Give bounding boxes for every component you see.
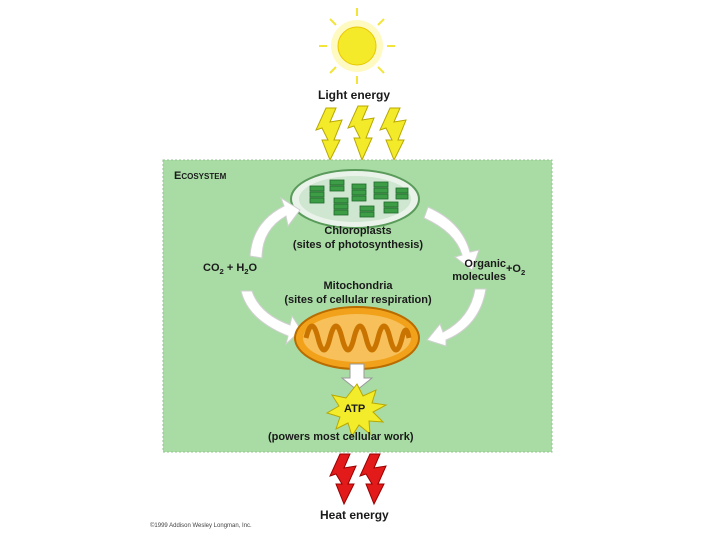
chloroplast-subtitle: (sites of photosynthesis) — [292, 239, 424, 251]
arrow-bottom-right — [426, 288, 487, 347]
mitochondria-label: Mitochondria (sites of cellular respirat… — [260, 279, 456, 307]
ecosystem-label-rest: COSYSTEM — [181, 172, 227, 181]
ecosystem-label: ECOSYSTEM — [174, 166, 226, 184]
organic-molecules-label: Organic molecules — [438, 258, 506, 284]
atp-caption: (powers most cellular work) — [268, 431, 414, 443]
mitochondria-title: Mitochondria — [323, 280, 393, 292]
cycle-arrows — [240, 196, 487, 347]
heat-bolt-right — [359, 453, 387, 506]
light-energy-bolts — [315, 105, 407, 162]
copyright-text: ©1999 Addison Wesley Longman, Inc. — [150, 523, 252, 529]
molecules-line: molecules — [452, 271, 506, 283]
light-bolt-right — [379, 107, 407, 162]
mitochondria-icon — [294, 306, 420, 370]
organic-line: Organic — [464, 258, 506, 270]
chloroplast-label: Chloroplasts (sites of photosynthesis) — [270, 224, 446, 252]
atp-burst — [325, 383, 388, 438]
co2-h2o-label: CO2 + H2O — [203, 262, 258, 277]
heat-energy-bolts — [329, 453, 387, 506]
sun-icon — [319, 8, 395, 84]
light-bolt-left — [315, 107, 343, 162]
chloroplast-icon — [290, 169, 420, 229]
atp-label: ATP — [344, 403, 366, 415]
heat-energy-label: Heat energy — [320, 508, 389, 522]
light-bolt-middle — [347, 105, 375, 162]
arrow-top-left — [249, 196, 301, 259]
chloroplast-title: Chloroplasts — [324, 225, 392, 237]
heat-bolt-left — [329, 453, 357, 506]
arrow-top-right — [423, 206, 480, 271]
oxygen-label: +O2 — [506, 263, 526, 278]
mitochondria-subtitle: (sites of cellular respiration) — [284, 294, 432, 306]
arrow-to-atp — [340, 363, 374, 391]
light-energy-label: Light energy — [318, 88, 391, 102]
ecosystem-label-initial: E — [174, 170, 182, 182]
